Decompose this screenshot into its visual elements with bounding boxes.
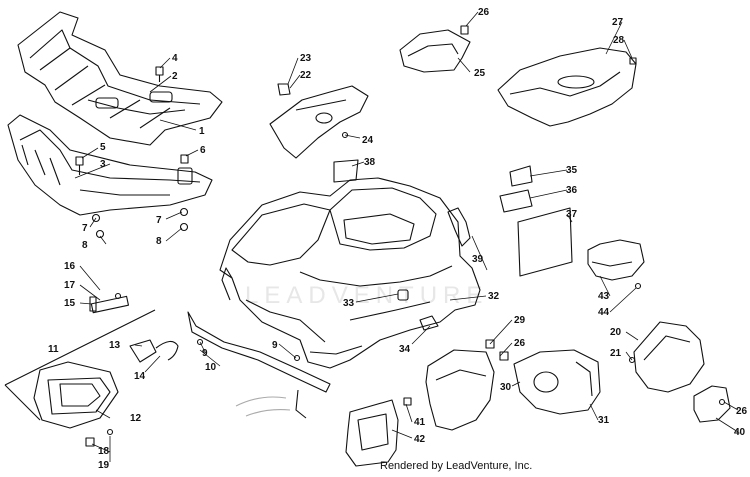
callout-10: 10 xyxy=(205,362,217,373)
callout-13: 13 xyxy=(109,340,121,351)
callout-21: 21 xyxy=(610,348,622,359)
front-rack-lower[interactable] xyxy=(7,114,213,216)
callout-20: 20 xyxy=(610,327,622,338)
callout-11: 11 xyxy=(48,344,59,355)
callout-8b: 8 xyxy=(156,236,162,247)
callout-12: 12 xyxy=(130,413,142,424)
storage-cover-shell[interactable] xyxy=(497,47,637,127)
callout-labels: 1 2 3 4 5 6 7 7 8 8 9 9 10 11 12 13 14 1… xyxy=(48,7,748,471)
dash-panel-insert[interactable] xyxy=(269,83,369,159)
callout-19: 19 xyxy=(98,460,110,471)
headlight-assembly[interactable] xyxy=(4,292,179,447)
callout-44: 44 xyxy=(598,307,610,318)
storage-bin[interactable] xyxy=(587,239,645,290)
callout-26b: 26 xyxy=(514,338,526,349)
callout-2: 2 xyxy=(172,71,178,82)
callout-32: 32 xyxy=(488,291,500,302)
front-fender-body[interactable] xyxy=(219,177,481,369)
splash-guard[interactable] xyxy=(513,349,601,415)
callout-15: 15 xyxy=(64,298,76,309)
lower-shield[interactable] xyxy=(345,397,412,467)
callout-4: 4 xyxy=(172,53,178,64)
callout-8a: 8 xyxy=(82,240,88,251)
callout-18: 18 xyxy=(98,446,110,457)
hardware-fasteners[interactable] xyxy=(75,66,189,239)
callout-33: 33 xyxy=(343,298,355,309)
callout-25: 25 xyxy=(474,68,486,79)
callout-43: 43 xyxy=(598,291,610,302)
rendered-by-footer: Rendered by LeadVenture, Inc. xyxy=(380,460,533,472)
callout-30: 30 xyxy=(500,382,512,393)
decals[interactable] xyxy=(333,159,573,277)
callout-9a: 9 xyxy=(202,348,208,359)
callout-1: 1 xyxy=(199,126,205,137)
callout-31: 31 xyxy=(598,415,610,426)
callout-38: 38 xyxy=(364,157,376,168)
watermark-text: LEADVENTURE xyxy=(245,282,489,309)
callout-23: 23 xyxy=(300,53,312,64)
callout-7a: 7 xyxy=(82,223,88,234)
headlight-bracket[interactable] xyxy=(187,311,331,419)
callout-17: 17 xyxy=(64,280,76,291)
callout-14: 14 xyxy=(134,371,146,382)
callout-37: 37 xyxy=(566,209,578,220)
callout-27: 27 xyxy=(612,17,624,28)
inner-fender-bracket[interactable] xyxy=(425,339,509,431)
callout-36: 36 xyxy=(566,185,578,196)
callout-3: 3 xyxy=(100,159,106,170)
callout-42: 42 xyxy=(414,434,426,445)
callout-24: 24 xyxy=(362,135,374,146)
callout-40: 40 xyxy=(734,427,746,438)
callout-6: 6 xyxy=(200,145,206,156)
callout-28: 28 xyxy=(613,35,625,46)
callout-9b: 9 xyxy=(272,340,278,351)
callout-26c: 26 xyxy=(736,406,748,417)
side-panel-right[interactable] xyxy=(628,321,705,393)
callout-5: 5 xyxy=(100,142,106,153)
callout-7b: 7 xyxy=(156,215,162,226)
callout-35: 35 xyxy=(566,165,578,176)
handlebar-cover[interactable] xyxy=(399,25,471,73)
callout-22: 22 xyxy=(300,70,312,81)
callout-39: 39 xyxy=(472,254,484,265)
callout-34: 34 xyxy=(399,344,411,355)
callout-41: 41 xyxy=(414,417,426,428)
callout-16: 16 xyxy=(64,261,76,272)
small-cover-plate[interactable] xyxy=(693,385,731,423)
front-rack-upper[interactable] xyxy=(17,11,223,146)
leader-lines xyxy=(74,11,739,462)
callout-29: 29 xyxy=(514,315,526,326)
callout-26a: 26 xyxy=(478,7,490,18)
